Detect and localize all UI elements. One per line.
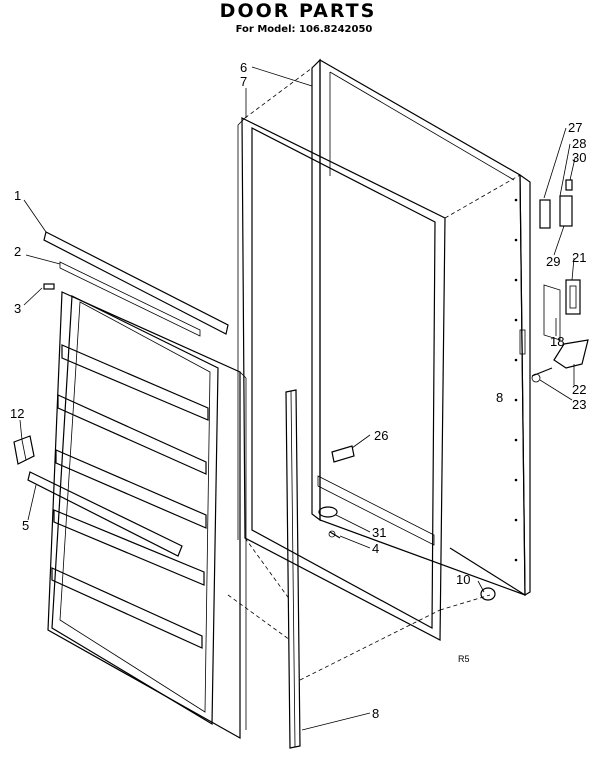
callout-28: 28 bbox=[572, 136, 586, 151]
hardware-parts bbox=[13, 179, 589, 601]
callout-labels: 1 2 3 12 5 6 7 8 8 10 26 31 4 27 28 30 2… bbox=[10, 60, 586, 721]
door-shelves bbox=[51, 344, 209, 649]
breaker-strip bbox=[285, 389, 301, 749]
callout-8-frame: 8 bbox=[496, 390, 503, 405]
alignment-lines bbox=[227, 67, 521, 681]
callout-6: 6 bbox=[240, 60, 247, 75]
callout-8: 8 bbox=[372, 706, 379, 721]
frame-rivets bbox=[514, 198, 518, 562]
callout-3: 3 bbox=[14, 301, 21, 316]
diagram-title: DOOR PARTS bbox=[219, 0, 377, 22]
model-subtitle: For Model: 106.8242050 bbox=[235, 24, 373, 35]
callout-27: 27 bbox=[568, 120, 582, 135]
callout-31: 31 bbox=[372, 525, 386, 540]
callout-29: 29 bbox=[546, 254, 560, 269]
door-liner-frame bbox=[237, 117, 446, 641]
callout-26: 26 bbox=[374, 428, 388, 443]
callout-22: 22 bbox=[572, 382, 586, 397]
callout-10: 10 bbox=[456, 572, 470, 587]
callout-7: 7 bbox=[240, 74, 247, 89]
callout-2: 2 bbox=[14, 244, 21, 259]
door-panel bbox=[47, 291, 247, 740]
top-trim-strips bbox=[43, 231, 229, 337]
callout-12: 12 bbox=[10, 406, 24, 421]
callout-23: 23 bbox=[572, 397, 586, 412]
callout-1: 1 bbox=[14, 188, 21, 203]
callout-5: 5 bbox=[22, 518, 29, 533]
leader-lines bbox=[19, 66, 576, 731]
corner-mark: R5 bbox=[458, 654, 470, 664]
shelf-rail bbox=[27, 471, 183, 557]
door-frame-outer bbox=[311, 58, 531, 597]
callout-30: 30 bbox=[572, 150, 586, 165]
callout-4: 4 bbox=[372, 541, 379, 556]
callout-18: 18 bbox=[550, 334, 564, 349]
callout-21: 21 bbox=[572, 250, 586, 265]
